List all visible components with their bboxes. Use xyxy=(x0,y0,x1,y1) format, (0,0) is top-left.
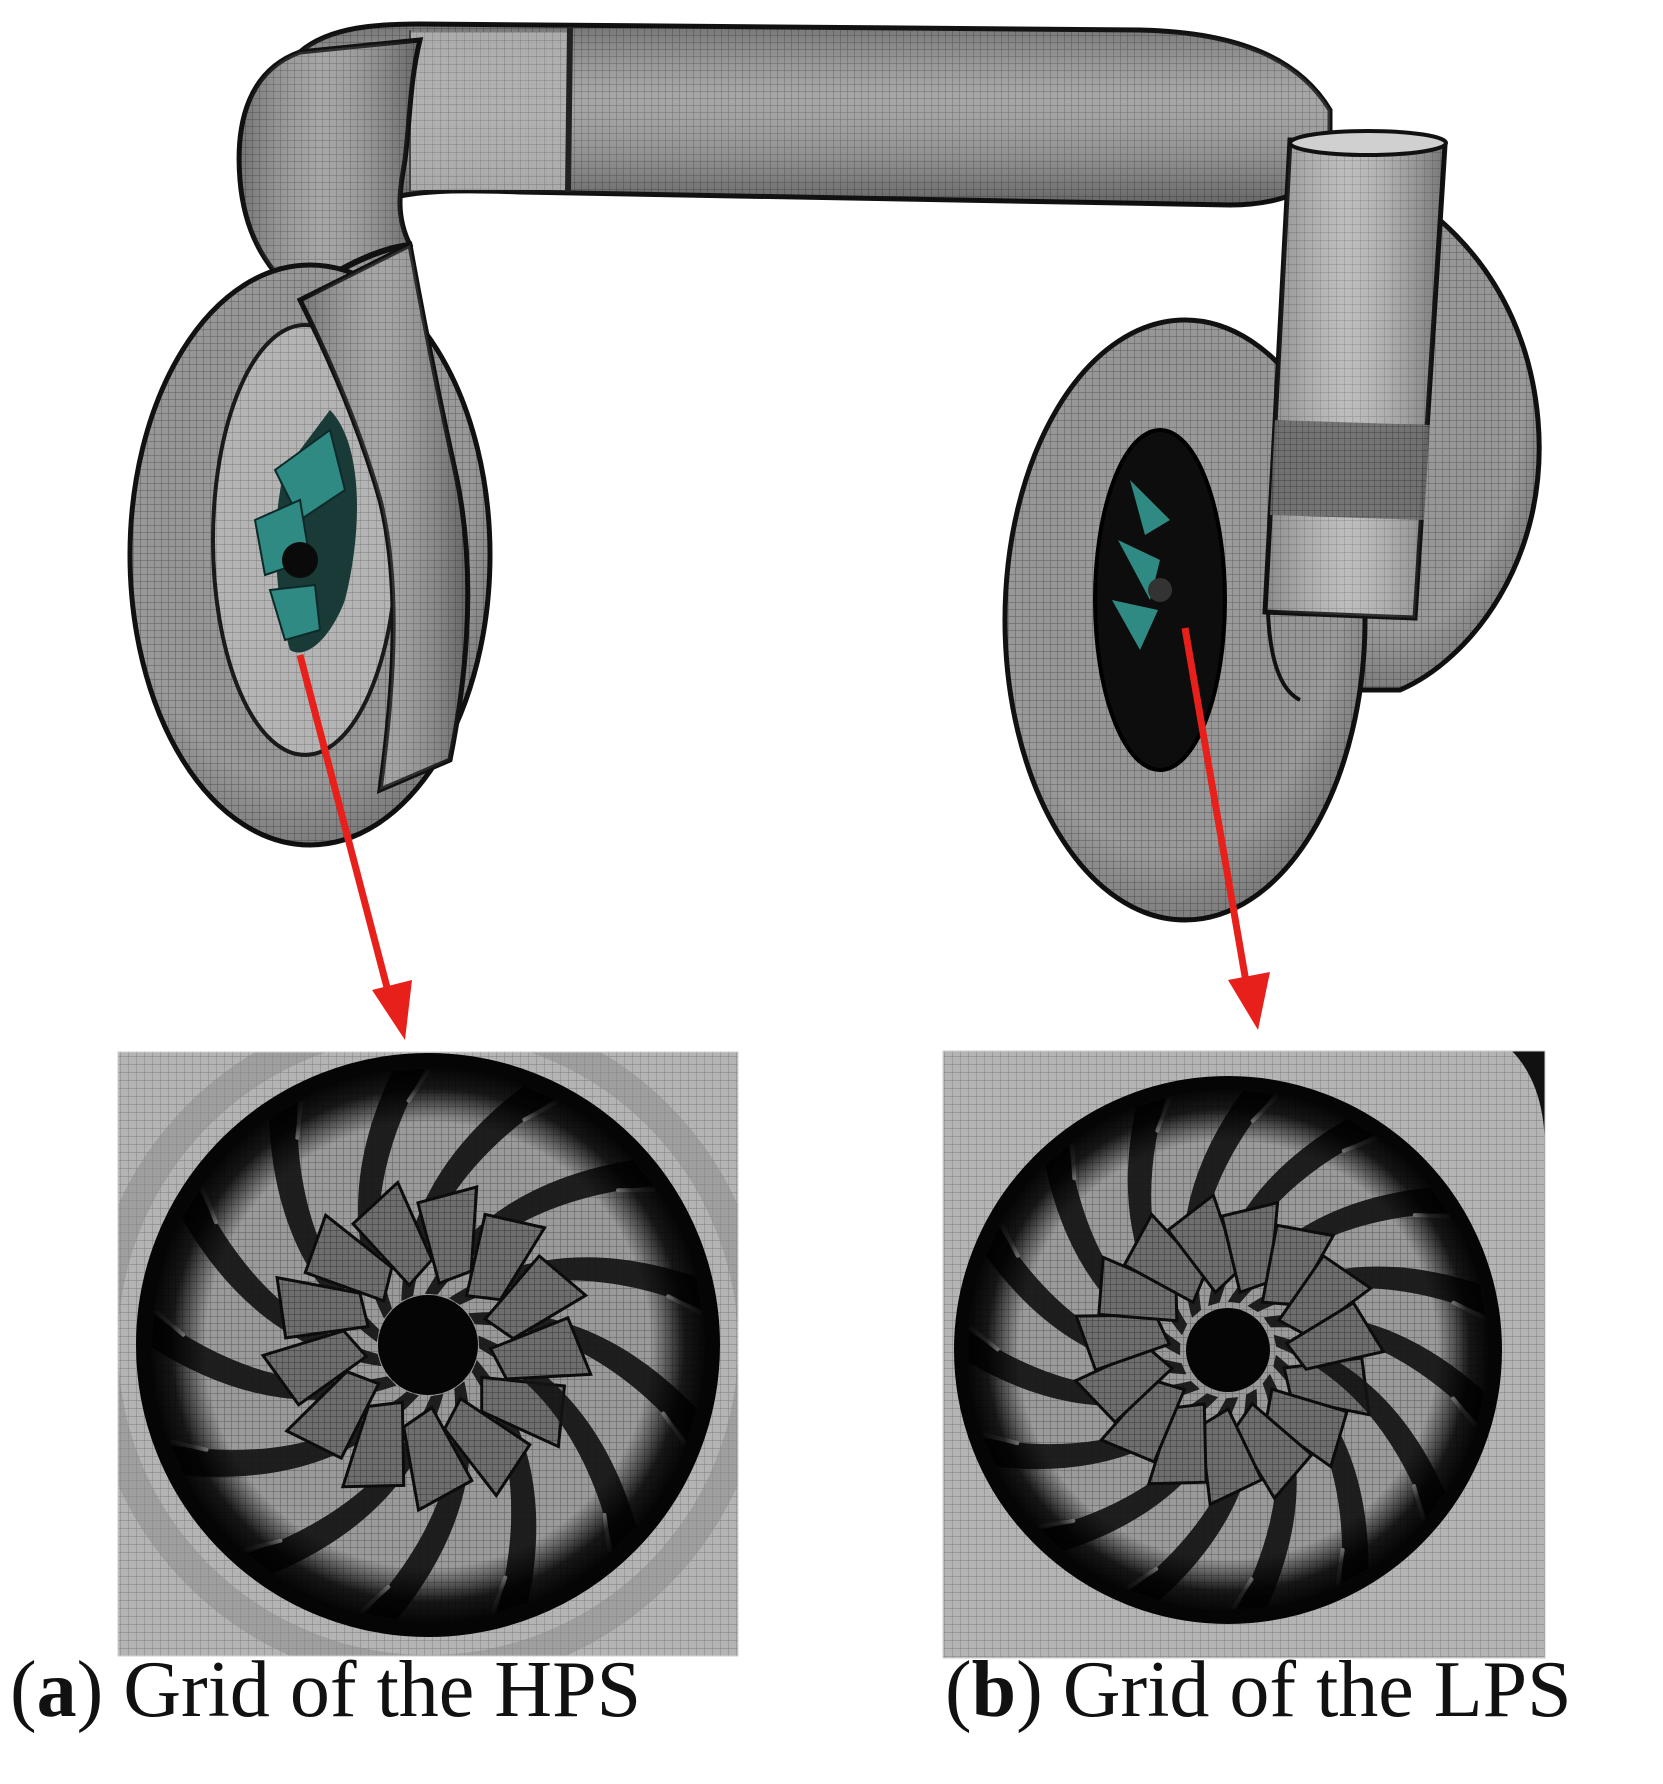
arrow-lps-head xyxy=(1228,972,1270,1030)
caption-lps: (b) Grid of the LPS xyxy=(945,1640,1572,1740)
hps-grid-frame xyxy=(117,1051,739,1657)
caption-a-letter: a xyxy=(36,1646,77,1734)
lps-impeller-grid xyxy=(943,1051,1545,1658)
lps-vertical-pipe xyxy=(1262,129,1448,702)
callout-arrows xyxy=(296,627,1270,1040)
hps-impeller-preview xyxy=(253,410,357,653)
arrow-hps xyxy=(296,654,399,1019)
top-horizontal-pipe xyxy=(296,21,1333,208)
caption-a-open: ( xyxy=(10,1646,37,1734)
left-elbow-pipe xyxy=(236,37,424,304)
arrow-hps-head xyxy=(372,980,412,1040)
caption-a-close: ) xyxy=(76,1646,104,1734)
hps-volute xyxy=(127,241,493,848)
lps-impeller-preview xyxy=(1112,480,1172,650)
caption-b-text: Grid of the LPS xyxy=(1042,1646,1572,1734)
caption-a-text: Grid of the HPS xyxy=(103,1646,642,1734)
hps-impeller-grid xyxy=(118,1052,738,1656)
lps-grid-frame xyxy=(942,1050,1546,1659)
caption-b-close: ) xyxy=(1016,1646,1043,1734)
caption-b-letter: b xyxy=(971,1646,1017,1734)
arrow-lps xyxy=(1181,627,1254,1006)
caption-b-open: ( xyxy=(945,1646,972,1734)
pipe-system-3d-mesh xyxy=(127,21,1542,923)
caption-hps: (a) Grid of the HPS xyxy=(10,1640,641,1740)
